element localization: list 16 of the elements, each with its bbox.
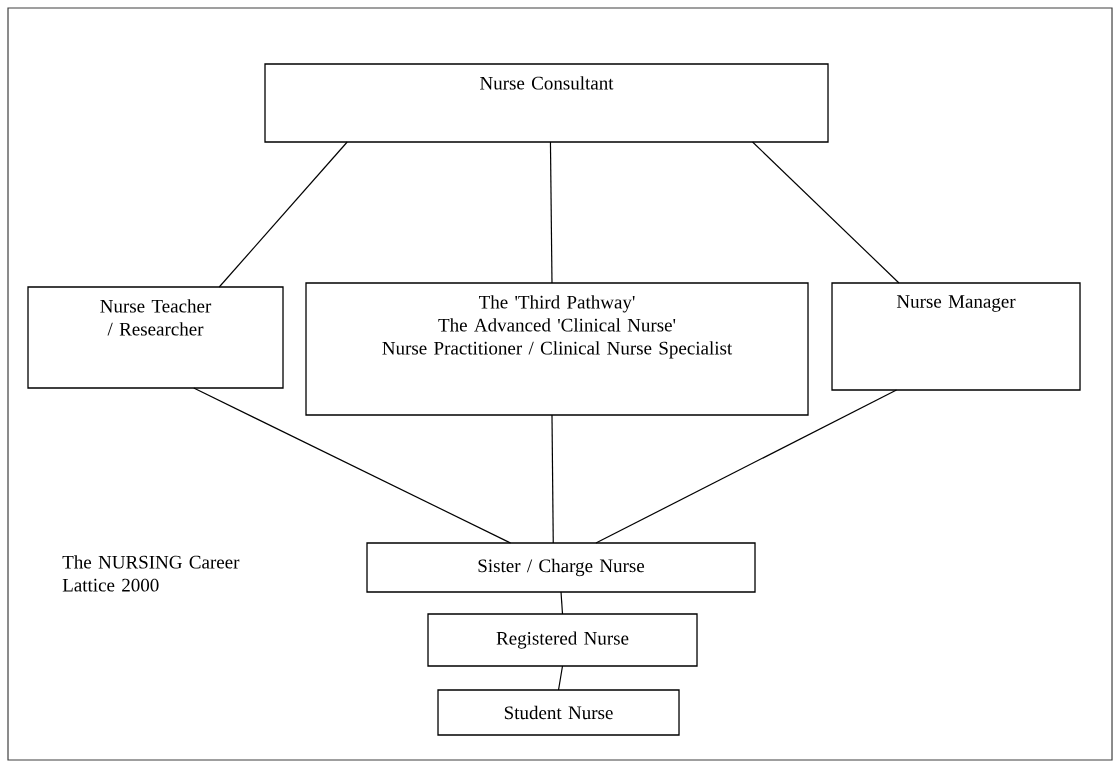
career-box: Nurse Consultant (264, 63, 829, 143)
career-box: Nurse Teacher / Researcher (27, 286, 284, 389)
connector-line (549, 141, 553, 284)
career-box: Nurse Manager (831, 282, 1081, 391)
career-box: Registered Nurse (427, 613, 698, 667)
connector-line (557, 665, 564, 691)
career-box: The 'Third Pathway' The Advanced 'Clinical Nurse' Nurse Practitioner / Clinical Nurse Specialist (305, 282, 809, 416)
connector-line (560, 591, 564, 615)
note-text: The NURSING Career Lattice 2000 (62, 555, 240, 592)
career-box: Student Nurse (437, 689, 680, 736)
career-box: Sister / Charge Nurse (366, 542, 756, 593)
connector-line (595, 389, 898, 544)
connector-line (193, 387, 512, 544)
connector-line (551, 414, 554, 544)
connector-line (751, 141, 900, 284)
connector-line (218, 141, 348, 288)
